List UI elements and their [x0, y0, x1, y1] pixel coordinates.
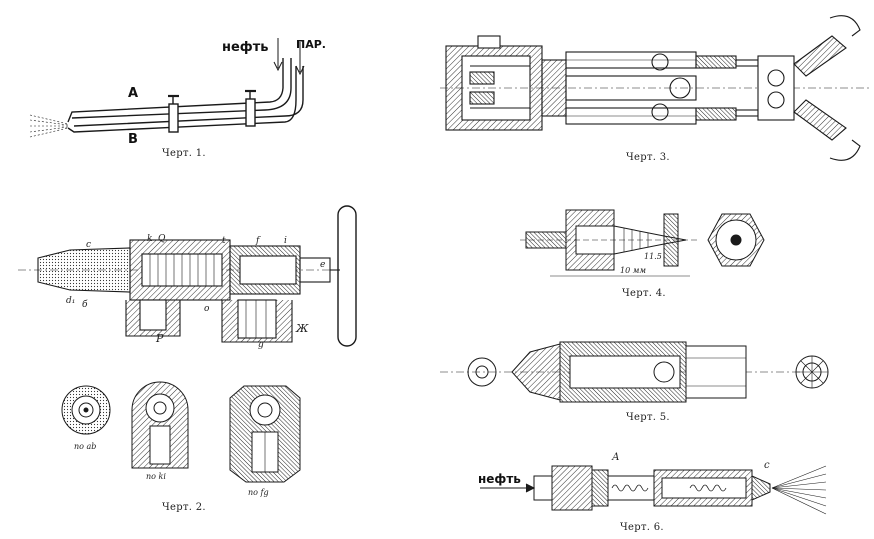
fig2-mark-o: o	[204, 304, 210, 314]
fig2-section-ki: по ki	[146, 472, 166, 481]
fig2-mark-d1: d₁	[66, 296, 76, 306]
fig1-pipe-a-label: А	[128, 86, 139, 101]
fig6-oil-label: нефть	[478, 472, 521, 486]
fig1-oil-label: нефть	[222, 40, 269, 55]
fig6-caption: Черт. 6.	[620, 522, 664, 533]
fig2-section-ab: по ab	[74, 442, 97, 451]
fig2-sections	[61, 381, 301, 483]
fig2-mark-e: e	[320, 260, 326, 270]
fig4-dim-tail: 11.5	[644, 252, 662, 261]
fig3-caption: Черт. 3.	[626, 152, 670, 163]
fig6-mark-a: А	[612, 452, 620, 463]
fig2-mark-s: c	[86, 240, 92, 250]
fig5-caption: Черт. 5.	[626, 412, 670, 423]
fig2-caption: Черт. 2.	[162, 502, 206, 513]
fig2-mark-t: t	[222, 236, 226, 246]
fig2-section-fg: по fg	[248, 488, 269, 497]
fig2-mark-b: б	[82, 300, 88, 310]
fig4-caption: Черт. 4.	[622, 288, 666, 299]
fig3-drawing	[440, 15, 870, 161]
fig2-mark-g: g	[258, 340, 264, 350]
fig6-mark-c: c	[764, 460, 770, 471]
fig2-mark-q: Q	[158, 234, 166, 244]
fig1-spray	[29, 114, 69, 138]
fig1-clamp-1	[168, 103, 179, 133]
fig1-pipe-b-label: В	[128, 132, 138, 147]
fig4-drawing	[520, 209, 765, 277]
fig1-pipe-a	[67, 58, 284, 123]
fig1-caption: Черт. 1.	[162, 148, 206, 159]
fig2-mark-p: P	[156, 332, 164, 345]
fig2-mark-i: i	[284, 236, 287, 246]
fig1-clamp-2	[245, 98, 256, 127]
fig6-drawing	[480, 465, 827, 515]
fig1-steam-label: ПАР.	[296, 38, 326, 51]
fig1-drawing	[29, 38, 305, 138]
fig2-mark-f: f	[256, 236, 260, 246]
fig4-dim-length: 10 мм	[620, 266, 646, 275]
fig2-drawing	[18, 205, 357, 347]
fig2-mark-zh: Ж	[296, 322, 309, 335]
fig2-mark-k: k	[147, 234, 153, 244]
fig5-drawing	[440, 341, 829, 403]
fig1-pipe-b	[67, 66, 297, 133]
